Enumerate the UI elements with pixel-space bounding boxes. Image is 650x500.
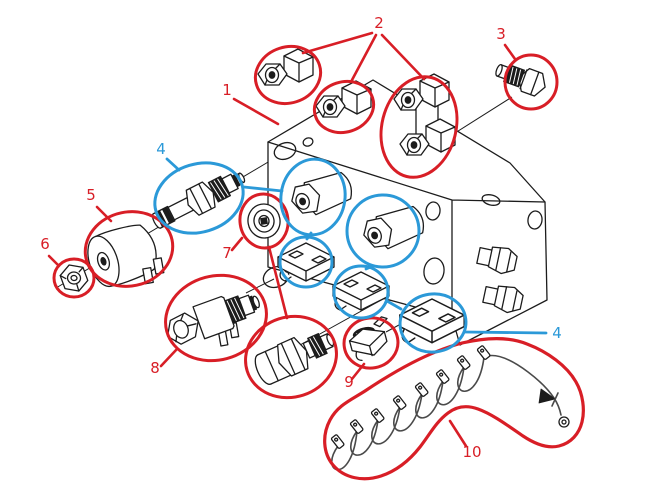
callout-label-6: 6 [40,235,50,253]
callout-label-8: 8 [150,359,160,377]
wiring-harness [323,337,585,481]
red-callout-circles [52,44,559,400]
solenoid-cartridge-valve [166,294,260,347]
installed-valve-2 [363,205,425,250]
callout-label-10: 10 [462,443,481,461]
hex-plug [495,64,546,97]
ring-terminal [558,416,570,428]
callout-label-3: 3 [496,25,506,43]
callout-label-4b: 4 [552,324,562,342]
blue-callout-circles [153,157,468,354]
callout-label-2: 2 [374,14,384,32]
harness-outline [323,337,585,481]
callout-label-9: 9 [344,373,354,391]
callout-label-4: 4 [156,140,166,158]
callout-label-5: 5 [86,186,96,204]
elbow-fitting-3 [393,73,456,156]
side-plug-lower [482,285,524,314]
callout-label-7: 7 [222,244,232,262]
harness-connectors [330,345,491,449]
diode-symbol [538,388,559,407]
installed-valve-1 [291,171,353,216]
relief-valve [254,332,335,385]
callout-label-1: 1 [222,81,232,99]
relief-valve-end [247,203,281,239]
callout-labels: 1 2 3 4 5 6 7 8 9 10 4 [40,14,562,461]
red-leader-lines [47,31,517,448]
blue-leader-lines [165,157,548,335]
side-plug-upper [476,246,518,275]
coil-nut [59,264,89,292]
